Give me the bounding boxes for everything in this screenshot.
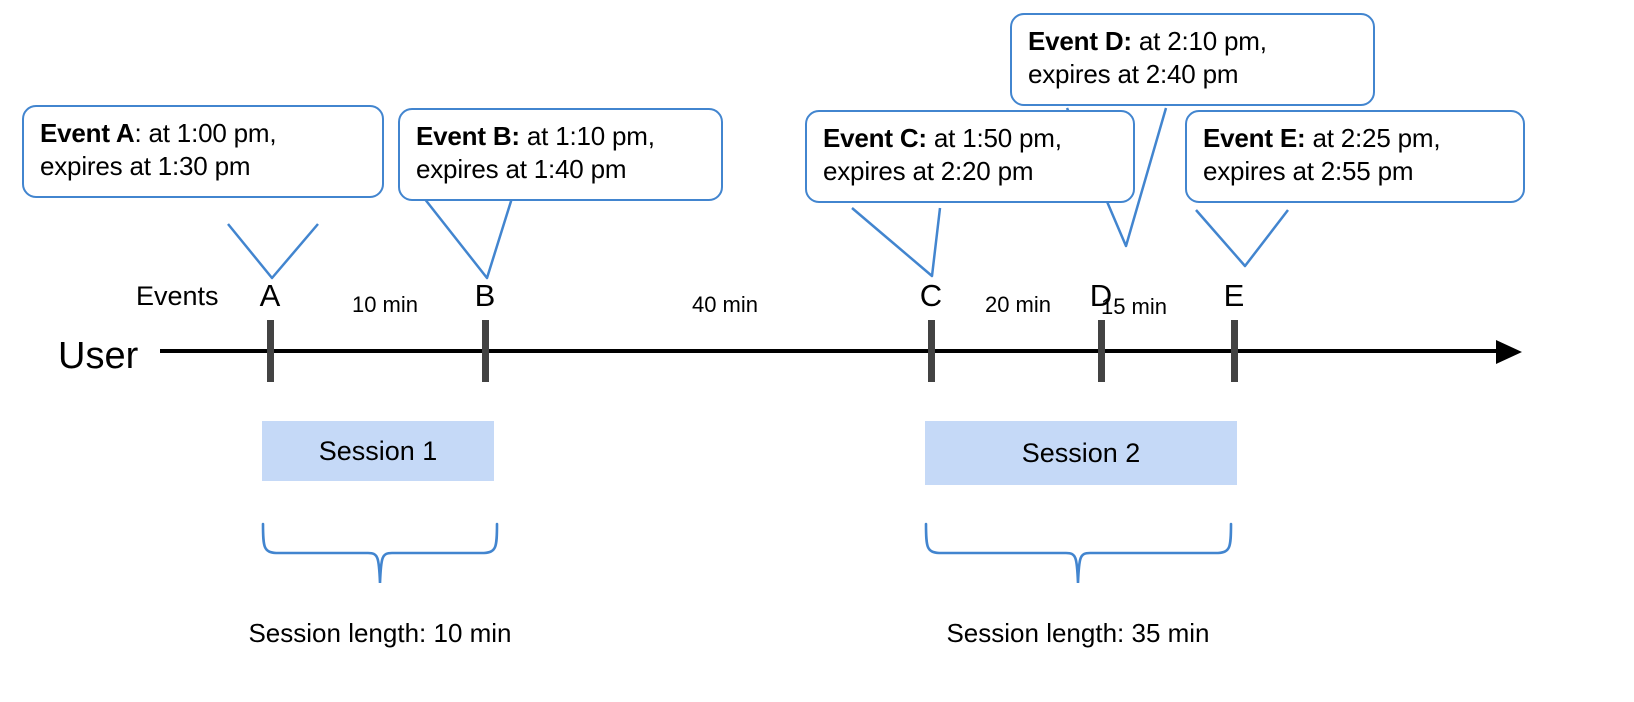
event-letter-d: D bbox=[1089, 278, 1113, 313]
callout-c-sep bbox=[927, 123, 934, 153]
callout-tail-c bbox=[851, 207, 942, 278]
callout-c-line-2: expires at 2:20 pm bbox=[823, 156, 1034, 187]
callout-b-line-2: expires at 1:40 pm bbox=[416, 154, 627, 185]
callout-b-bold: Event B: bbox=[416, 121, 520, 151]
session-bar-1[interactable]: Session 1 bbox=[262, 421, 494, 481]
tick-mark-c bbox=[928, 320, 935, 382]
user-row-label: User bbox=[58, 335, 139, 377]
callout-tail-b bbox=[423, 197, 514, 280]
callout-a-line-2: expires at 1:30 pm bbox=[40, 151, 251, 182]
event-letter-e: E bbox=[1223, 278, 1245, 313]
callout-c-bold: Event C: bbox=[823, 123, 927, 153]
gap-label-c-d: 20 min bbox=[984, 292, 1052, 317]
callout-a-bold: Event A bbox=[40, 118, 135, 148]
callout-d-line-2: expires at 2:40 pm bbox=[1028, 59, 1239, 90]
event-letter-b: B bbox=[474, 278, 496, 313]
callout-d-rest: at 2:10 pm, bbox=[1138, 26, 1267, 56]
callout-c-rest: at 1:50 pm, bbox=[933, 123, 1062, 153]
callout-a-sep: : bbox=[134, 118, 149, 148]
callout-event-b[interactable]: Event B: at 1:10 pm, expires at 1:40 pm bbox=[398, 108, 723, 201]
callout-event-e[interactable]: Event E: at 2:25 pm, expires at 2:55 pm bbox=[1185, 110, 1525, 203]
gap-label-b-c: 40 min bbox=[691, 292, 759, 317]
tick-mark-a bbox=[267, 320, 274, 382]
callout-b-line-1: Event B: at 1:10 pm, bbox=[416, 120, 705, 153]
callout-c-line-1: Event C: at 1:50 pm, bbox=[823, 122, 1117, 155]
event-letter-a: A bbox=[259, 278, 281, 313]
session-bar-2-label: Session 2 bbox=[1021, 437, 1141, 468]
tick-mark-d bbox=[1098, 320, 1105, 382]
session-length-1: Session length: 10 min bbox=[248, 618, 512, 648]
gap-label-d-e: 15 min bbox=[1100, 294, 1168, 319]
callout-e-bold: Event E: bbox=[1203, 123, 1306, 153]
callout-d-line-1: Event D: at 2:10 pm, bbox=[1028, 25, 1357, 58]
session-bar-1-label: Session 1 bbox=[318, 435, 438, 466]
callout-a-line-1: Event A: at 1:00 pm, bbox=[40, 117, 366, 150]
timeline-axis bbox=[160, 349, 1500, 353]
callout-event-a[interactable]: Event A: at 1:00 pm, expires at 1:30 pm bbox=[22, 105, 384, 198]
session-bar-2[interactable]: Session 2 bbox=[925, 421, 1237, 485]
callout-d-bold: Event D: bbox=[1028, 26, 1132, 56]
callout-d-sep bbox=[1132, 26, 1139, 56]
callout-e-line-2: expires at 2:55 pm bbox=[1203, 156, 1414, 187]
callout-b-sep bbox=[520, 121, 527, 151]
gap-label-a-b: 10 min bbox=[351, 292, 419, 317]
session-2-brace bbox=[924, 522, 1233, 584]
callout-event-c[interactable]: Event C: at 1:50 pm, expires at 2:20 pm bbox=[805, 110, 1135, 203]
callout-a-rest: at 1:00 pm, bbox=[148, 118, 277, 148]
callout-tail-e bbox=[1195, 209, 1289, 268]
callout-e-line-1: Event E: at 2:25 pm, bbox=[1203, 122, 1507, 155]
callout-tail-a bbox=[227, 223, 319, 280]
session-length-2: Session length: 35 min bbox=[946, 618, 1210, 648]
tick-mark-e bbox=[1231, 320, 1238, 382]
session-1-brace bbox=[261, 522, 499, 584]
event-letter-c: C bbox=[919, 278, 943, 313]
events-row-label: Events bbox=[136, 281, 219, 311]
callout-event-d[interactable]: Event D: at 2:10 pm, expires at 2:40 pm bbox=[1010, 13, 1375, 106]
tick-mark-b bbox=[482, 320, 489, 382]
callout-e-rest: at 2:25 pm, bbox=[1312, 123, 1441, 153]
callout-b-rest: at 1:10 pm, bbox=[526, 121, 655, 151]
